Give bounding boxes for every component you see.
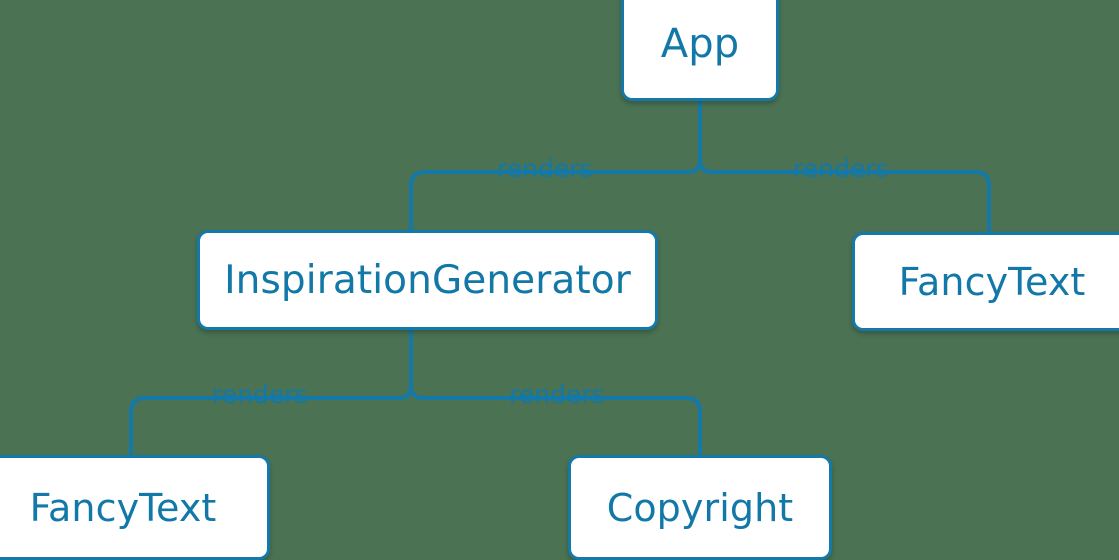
node-label-copyright: Copyright [606, 485, 794, 530]
edge-label-inspirationgenerator-copyright: renders [509, 380, 605, 409]
edge-inspgen-copyright [475, 396, 702, 455]
node-label-fancytext-left: FancyText [29, 485, 217, 530]
node-inspirationgenerator[interactable]: InspirationGenerator [197, 230, 658, 330]
node-label-app: App [660, 20, 740, 67]
edge-app-stem [634, 101, 702, 174]
edge-label-inspirationgenerator-fancytext: renders [212, 380, 308, 409]
node-fancytext-right[interactable]: FancyText [852, 232, 1119, 331]
node-label-fancytext-right: FancyText [898, 259, 1086, 304]
edge-inspgen-stem-right [409, 385, 475, 400]
edge-inspgen-stem [348, 330, 413, 400]
edge-inspgen-fancyleft [129, 396, 348, 455]
node-fancytext-left[interactable]: FancyText [0, 455, 270, 560]
edge-app-fancyright [766, 170, 991, 232]
node-copyright[interactable]: Copyright [568, 455, 832, 560]
edge-app-inspgen [409, 170, 634, 230]
node-app[interactable]: App [621, 0, 779, 101]
edge-app-stem-right [698, 159, 766, 174]
edge-label-app-inspirationgenerator: renders [497, 154, 593, 183]
edge-label-app-fancytext: renders [793, 154, 889, 183]
node-label-inspirationgenerator: InspirationGenerator [224, 257, 631, 303]
